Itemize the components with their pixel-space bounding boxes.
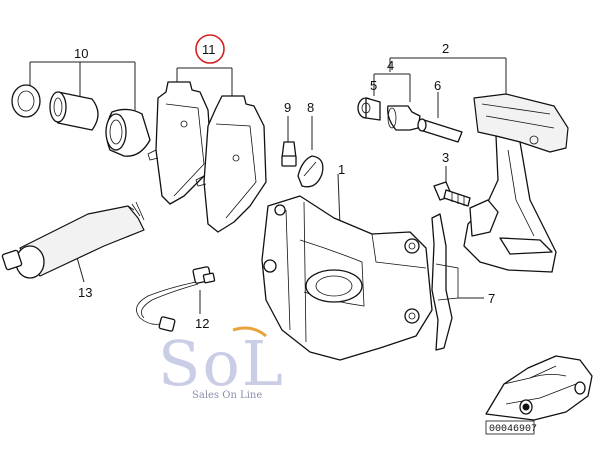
logo-accent-arc: [232, 326, 267, 338]
callout-11-highlight-circle: [195, 34, 225, 64]
part-10-piston-kit: [11, 61, 151, 157]
callout-2: 2: [442, 41, 449, 56]
callout-12: 12: [195, 316, 209, 331]
part-8-dust-cap: [297, 116, 324, 188]
part-12-wear-sensor: [136, 266, 216, 332]
logo-text: SoL: [158, 327, 285, 400]
part-9-bleeder-screw: [281, 116, 297, 167]
callout-5: 5: [370, 78, 377, 93]
callout-3: 3: [442, 150, 449, 165]
part-2-carrier-assembly-callout: [389, 57, 507, 96]
part-5-rubber-bushing: [357, 97, 381, 121]
part-2-caliper-carrier: [463, 93, 569, 273]
callout-13: 13: [78, 285, 92, 300]
part-11-brake-pads: [147, 34, 267, 233]
callout-1: 1: [338, 162, 345, 177]
part-3-guide-bolt: [433, 166, 471, 207]
part-13-grease-tube: [1, 201, 145, 283]
callout-11: 11: [202, 42, 216, 57]
callout-8: 8: [307, 100, 314, 115]
callout-6: 6: [434, 78, 441, 93]
front-wheel-marker: [522, 403, 530, 411]
part-1-caliper-housing: [261, 173, 433, 361]
callout-4: 4: [387, 58, 394, 73]
callout-7: 7: [488, 291, 495, 306]
reference-code: 00046907: [489, 424, 537, 435]
part-6-guide-pin: [417, 92, 463, 143]
part-7-anti-rattle-spring: [431, 213, 484, 351]
logo-subtitle: Sales On Line: [192, 390, 262, 401]
callout-10: 10: [74, 46, 88, 61]
part-4-guide-sleeve: [387, 105, 421, 131]
part-4-guide-sleeve-callout: [373, 73, 411, 102]
car-location-inset: 00046907: [485, 355, 593, 435]
callout-labels: 10 11 9 8 1 2 4 5 6 3 7 13 12: [74, 41, 495, 331]
sol-logo: SoL Sales On Line: [158, 326, 285, 401]
callout-9: 9: [284, 100, 291, 115]
